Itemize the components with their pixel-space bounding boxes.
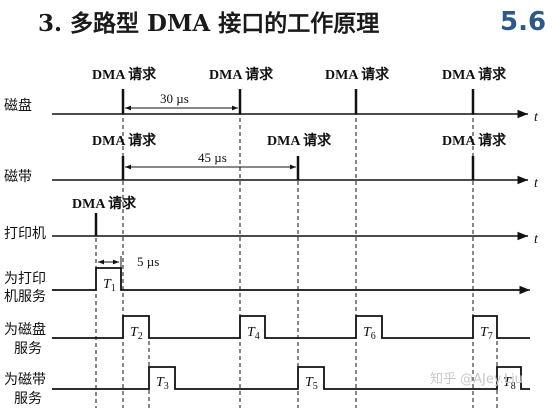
row-serve-disk: 为磁盘 服务 [4, 315, 530, 357]
printer-interval-label: 5 µs [137, 254, 159, 269]
tape-axis-t: t [534, 176, 539, 191]
row-label-serve-tape-line1: 为磁带 [4, 372, 46, 388]
pulse-label-t3: T3 [156, 375, 169, 392]
row-label-serve-printer-line2: 机服务 [4, 289, 46, 305]
tape-request-label: DMA 请求 [442, 132, 507, 149]
service-pulse-labels: T1 T2 T3 T4 T5 T6 T7 T8 [103, 277, 516, 392]
tape-request-label: DMA 请求 [92, 132, 157, 149]
row-label-printer: 打印机 [4, 225, 46, 242]
slide-title: 3. 多路型 DMA 接口的工作原理 [38, 10, 379, 37]
serve-disk-waveform [52, 315, 530, 339]
disk-interval-label: 30 µs [160, 91, 189, 106]
pulse-label-t5: T5 [305, 375, 318, 392]
row-label-disk: 磁盘 [4, 97, 32, 114]
row-serve-printer: 为打印 机服务 5 µs [4, 254, 530, 305]
row-tape: 磁带 t DMA 请求 DMA 请求 DMA 请求 45 µs [4, 132, 539, 191]
tape-interval-label: 45 µs [198, 150, 227, 165]
row-label-serve-printer-line1: 为打印 [4, 270, 46, 287]
disk-request-label: DMA 请求 [92, 66, 157, 83]
pulse-label-t2: T2 [130, 325, 143, 342]
printer-axis-t: t [534, 232, 539, 247]
row-serve-tape: 为磁带 服务 [4, 366, 530, 407]
section-number: 5.6 [500, 7, 546, 37]
serve-printer-waveform [52, 267, 526, 291]
row-label-serve-disk-line2: 服务 [14, 341, 42, 357]
row-disk: 磁盘 t DMA 请求 DMA 请求 DMA 请求 DMA 请求 30 µs [4, 66, 539, 125]
serve-tape-waveform [52, 366, 530, 390]
disk-request-label: DMA 请求 [442, 66, 507, 83]
disk-axis-t: t [534, 110, 539, 125]
row-label-serve-tape-line2: 服务 [14, 391, 42, 407]
row-label-tape: 磁带 [4, 169, 32, 185]
pulse-label-t7: T7 [480, 325, 493, 342]
disk-request-label: DMA 请求 [325, 66, 390, 83]
pulse-label-t8: T8 [503, 375, 516, 392]
watermark: 知乎 @AJey.Liu [430, 371, 523, 387]
row-label-serve-disk-line1: 为磁盘 [4, 321, 46, 338]
disk-request-label: DMA 请求 [209, 66, 274, 83]
pulse-label-t4: T4 [247, 325, 260, 342]
printer-request-label: DMA 请求 [72, 195, 137, 212]
row-printer: 打印机 t DMA 请求 [4, 195, 539, 247]
tape-request-label: DMA 请求 [267, 132, 332, 149]
pulse-label-t1: T1 [103, 277, 116, 294]
pulse-label-t6: T6 [363, 325, 376, 342]
